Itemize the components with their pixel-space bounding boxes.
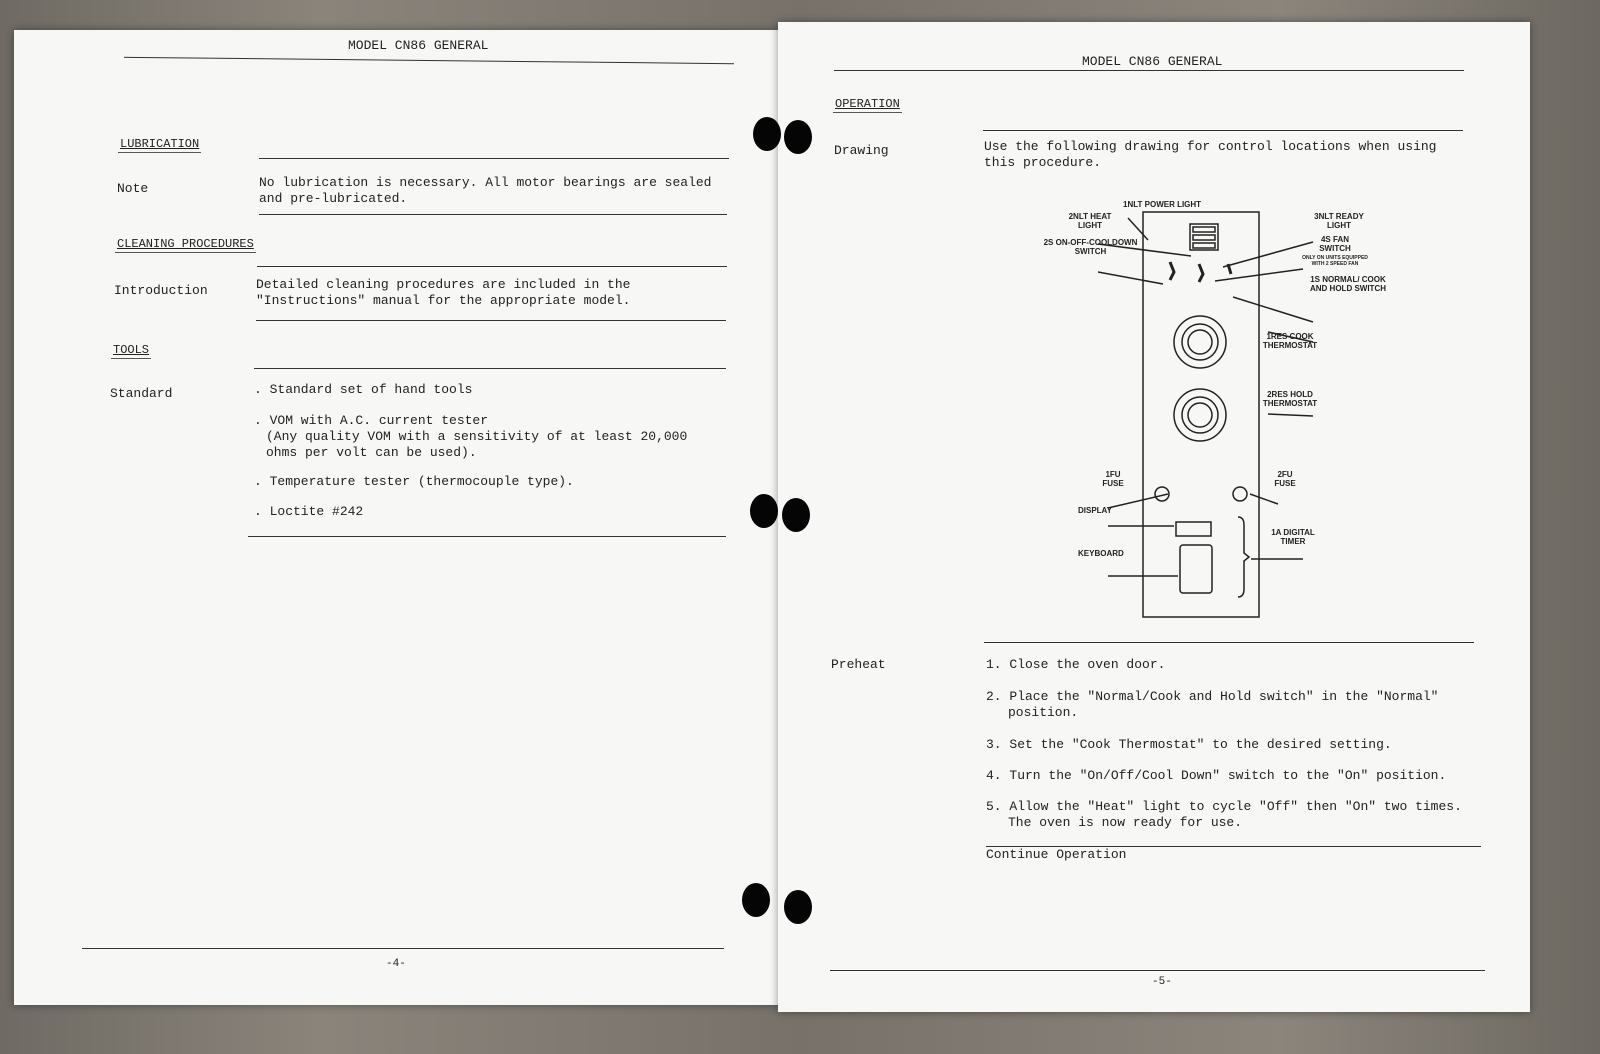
- note-label: Note: [117, 181, 149, 196]
- tool-item: . VOM with A.C. current tester: [254, 413, 489, 428]
- label-onoff-switch: 2S ON-OFF-COOLDOWN SWITCH: [1043, 238, 1138, 256]
- section-operation: OPERATION: [833, 97, 902, 113]
- binder-hole: [784, 890, 812, 924]
- divider: [124, 56, 734, 65]
- divider: [257, 266, 727, 267]
- divider: [983, 130, 1463, 131]
- standard-label: Standard: [110, 386, 173, 401]
- drawing-text: Use the following drawing for control lo…: [984, 139, 1437, 170]
- binder-hole: [750, 494, 778, 528]
- label-display: DISPLAY: [1078, 506, 1112, 515]
- divider: [256, 320, 726, 321]
- page-header: MODEL CN86 GENERAL: [1082, 54, 1223, 69]
- tool-item: . Standard set of hand tools: [254, 382, 473, 397]
- section-tools: TOOLS: [111, 343, 152, 359]
- section-cleaning: CLEANING PROCEDURES: [115, 237, 256, 253]
- label-ready-light: 3NLT READY LIGHT: [1314, 212, 1364, 230]
- drawing-label: Drawing: [834, 143, 889, 158]
- label-fuse-2: 2FU FUSE: [1274, 470, 1296, 488]
- divider: [82, 948, 724, 949]
- label-digital-timer: 1A DIGITAL TIMER: [1271, 528, 1315, 546]
- label-hold-thermostat: 2RES HOLD THERMOSTAT: [1262, 390, 1318, 408]
- left-page: MODEL CN86 GENERAL LUBRICATION Note No l…: [14, 30, 778, 1005]
- preheat-step: 1. Close the oven door.: [986, 657, 1166, 672]
- page-header: MODEL CN86 GENERAL: [348, 38, 489, 53]
- preheat-step: 3. Set the "Cook Thermostat" to the desi…: [986, 737, 1392, 752]
- binder-hole: [753, 117, 781, 151]
- continue-note: Continue Operation: [986, 847, 1127, 862]
- label-heat-light: 2NLT HEAT LIGHT: [1068, 212, 1112, 230]
- divider: [984, 642, 1474, 643]
- tool-item: . Loctite #242: [254, 504, 364, 519]
- divider: [986, 846, 1481, 847]
- divider: [259, 214, 727, 215]
- divider: [259, 158, 729, 159]
- preheat-label: Preheat: [831, 657, 886, 672]
- page-number: -4-: [386, 958, 406, 970]
- label-fan-note: ONLY ON UNITS EQUIPPED WITH 2 SPEED FAN: [1302, 255, 1368, 267]
- tool-item: . Temperature tester (thermocouple type)…: [254, 474, 574, 489]
- preheat-step: 4. Turn the "On/Off/Cool Down" switch to…: [986, 768, 1447, 783]
- preheat-step: 2. Place the "Normal/Cook and Hold switc…: [986, 689, 1439, 720]
- intro-text: Detailed cleaning procedures are include…: [256, 277, 631, 308]
- label-fuse-1: 1FU FUSE: [1102, 470, 1124, 488]
- label-cook-thermostat: 1RES COOK THERMOSTAT: [1262, 332, 1318, 350]
- section-lubrication: LUBRICATION: [118, 137, 202, 153]
- tool-item-note: (Any quality VOM with a sensitivity of a…: [266, 429, 688, 460]
- control-panel-diagram: [1097, 211, 1314, 618]
- binder-hole: [742, 883, 770, 917]
- right-page: MODEL CN86 GENERAL OPERATION Drawing Use…: [778, 22, 1530, 1012]
- label-fan-switch: 4S FAN SWITCH: [1319, 235, 1351, 253]
- note-text: No lubrication is necessary. All motor b…: [259, 175, 712, 206]
- page-number: -5-: [1152, 976, 1172, 988]
- preheat-step: 5. Allow the "Heat" light to cycle "Off"…: [986, 799, 1462, 830]
- label-normal-switch: 1S NORMAL/ COOK AND HOLD SWITCH: [1310, 275, 1386, 293]
- label-power-light: 1NLT POWER LIGHT: [1123, 200, 1202, 209]
- label-keyboard: KEYBOARD: [1078, 549, 1124, 558]
- intro-label: Introduction: [114, 283, 208, 298]
- divider: [830, 970, 1485, 971]
- binder-hole: [782, 498, 810, 532]
- divider: [834, 70, 1464, 71]
- binder-hole: [784, 120, 812, 154]
- divider: [254, 368, 726, 369]
- divider: [248, 536, 726, 537]
